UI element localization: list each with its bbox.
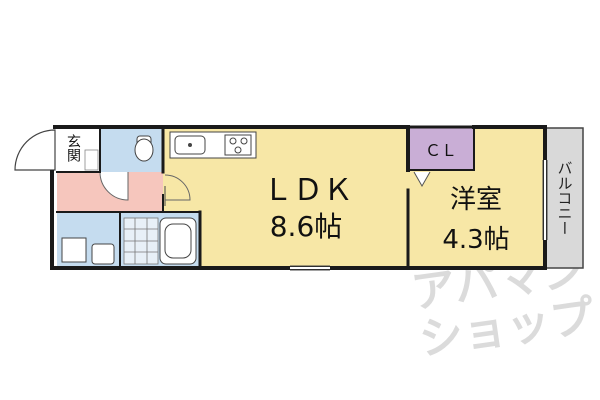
shower-floor-grid <box>123 217 159 265</box>
ldk-name: ＬＤＫ <box>263 173 353 208</box>
entrance-label: 玄関 <box>65 133 81 163</box>
closet-area <box>408 128 474 170</box>
ldk-size: 8.6帖 <box>270 210 343 243</box>
toilet-floor <box>100 128 163 172</box>
western-room-size: 4.3帖 <box>442 225 509 255</box>
western-room-name: 洋室 <box>450 185 502 215</box>
balcony-label: バルコニー <box>556 161 574 236</box>
toilet-icon <box>134 135 154 162</box>
washbasin-icon <box>61 237 87 263</box>
closet-door <box>413 171 431 188</box>
stove-icon <box>224 134 252 156</box>
corridor-door-swing <box>99 171 129 201</box>
fridge-door-arc <box>164 174 191 201</box>
washing-machine-icon <box>91 243 115 265</box>
balcony-area <box>544 127 584 269</box>
closet-label: ＣＬ <box>425 141 457 160</box>
entrance-door-swing <box>14 129 56 171</box>
walls <box>50 125 547 270</box>
bathtub-icon <box>159 217 197 265</box>
entrance-tile <box>84 149 99 171</box>
